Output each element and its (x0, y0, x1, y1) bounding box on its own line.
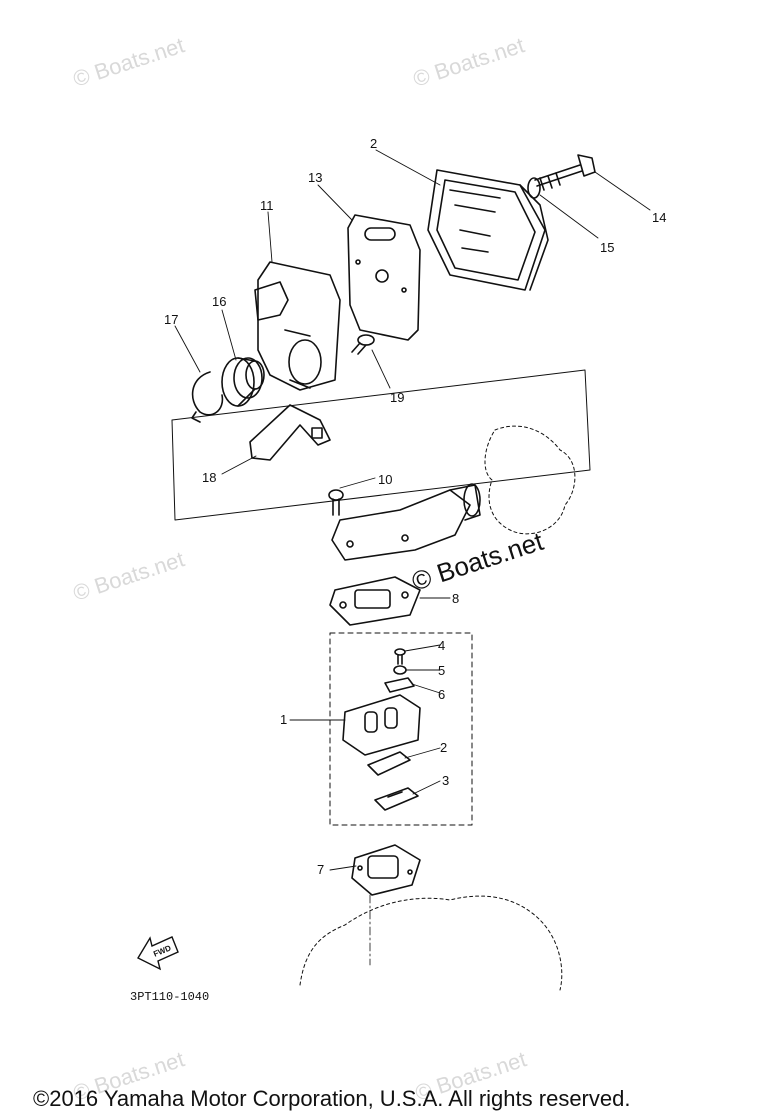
callout-8: 8 (452, 591, 459, 606)
leader-lines (174, 149, 651, 871)
callout-15: 15 (600, 240, 614, 255)
part-10-screw (328, 489, 344, 516)
part-19-screw (351, 334, 375, 355)
part-5-nut (393, 665, 407, 675)
part-6-stopper (384, 677, 415, 693)
callout-11: 11 (260, 198, 274, 213)
callout-16: 16 (212, 294, 226, 309)
callouts: 2 14 15 13 11 16 17 19 18 10 8 1 4 5 6 2… (164, 136, 666, 877)
part-1-reed-plate (342, 694, 421, 756)
part-2-reed (367, 751, 411, 776)
part-3-reed (374, 787, 419, 811)
part-13-gasket (347, 214, 421, 341)
callout-18: 18 (202, 470, 216, 485)
callout-13: 13 (308, 170, 322, 185)
callout-7: 7 (317, 862, 324, 877)
group-frame (171, 369, 591, 521)
callout-19: 19 (390, 390, 404, 405)
engine-outline-lower (299, 895, 563, 991)
callout-14: 14 (652, 210, 666, 225)
callout-1: 1 (280, 712, 287, 727)
part-2-cover (427, 169, 549, 291)
callout-3: 3 (442, 773, 449, 788)
callout-6: 6 (438, 687, 445, 702)
part-7-gasket (351, 844, 421, 896)
part-18-bracket (249, 404, 331, 461)
callout-10: 10 (378, 472, 392, 487)
engine-outline-upper (484, 425, 576, 535)
part-14-bolt (534, 154, 596, 191)
callout-5: 5 (438, 663, 445, 678)
reed-valve-box (329, 632, 473, 826)
callout-2-top: 2 (370, 136, 377, 151)
part-4-screw (394, 648, 406, 665)
fwd-arrow-icon: FWD (137, 936, 179, 971)
part-16-joint (221, 357, 265, 407)
callout-17: 17 (164, 312, 178, 327)
copyright-notice: ©2016 Yamaha Motor Corporation, U.S.A. A… (33, 1086, 631, 1111)
diagram-code: 3PT110-1040 (130, 990, 210, 1004)
part-11-silencer (254, 261, 341, 391)
part-15-washer (527, 177, 541, 199)
intake-manifold (331, 483, 481, 561)
part-8-gasket (329, 576, 421, 626)
callout-2-reed: 2 (440, 740, 447, 755)
callout-4: 4 (438, 638, 445, 653)
